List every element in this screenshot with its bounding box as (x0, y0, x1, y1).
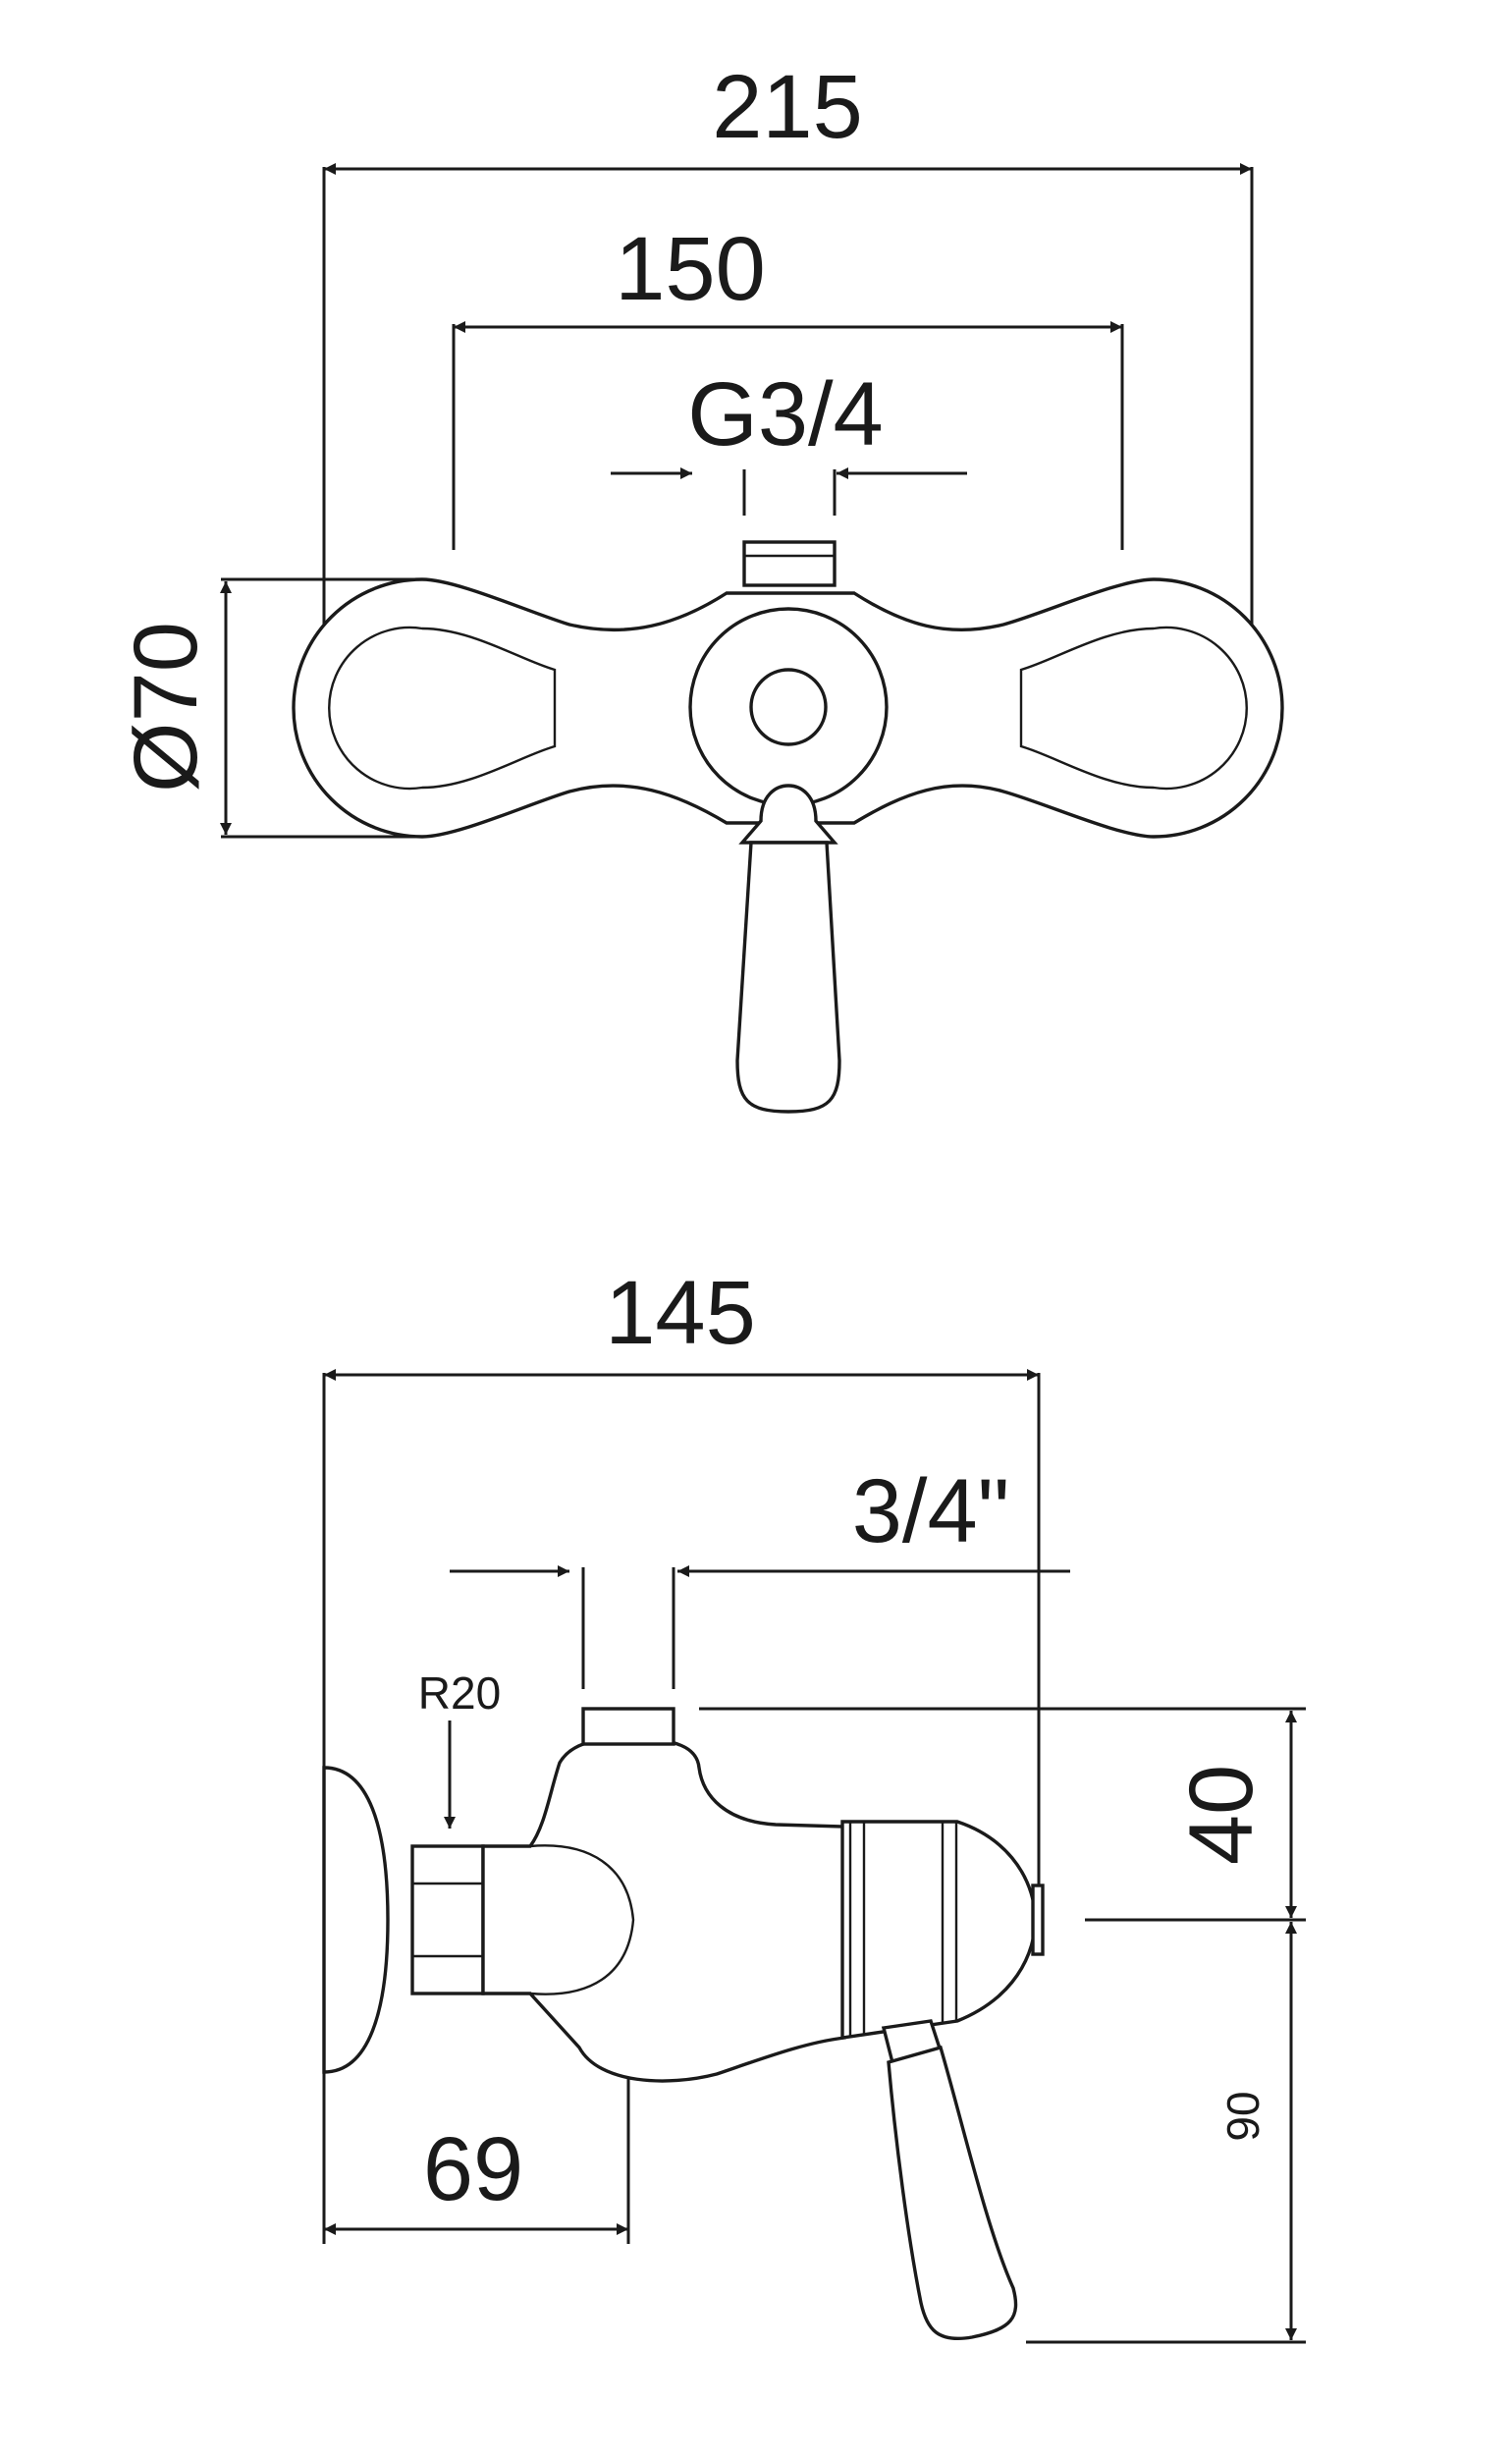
side-view: 145 3/4" R20 40 90 (322, 1263, 1306, 2344)
mixer-body-top (292, 540, 1284, 1114)
label-radius: R20 (418, 1667, 501, 1719)
label-inlet-spacing: 150 (615, 219, 766, 319)
annotation-radius: R20 (418, 1667, 501, 1829)
lever-neck-top (738, 784, 838, 845)
hex-nut (410, 1844, 485, 1995)
label-height-upper: 40 (1171, 1765, 1271, 1865)
label-side-outlet-thread: 3/4" (852, 1461, 1010, 1561)
label-outlet-thread: G3/4 (687, 364, 883, 464)
cartridge-housing (840, 1820, 1038, 2040)
mixer-body-side (322, 1707, 1045, 2340)
dimension-overall-width: 215 (322, 57, 1254, 648)
label-overall-width: 215 (712, 57, 863, 157)
left-arm-inner (328, 626, 557, 791)
outlet-nipple-side (581, 1707, 675, 1746)
top-view: 215 150 G3/4 Ø70 (116, 57, 1284, 1114)
dimension-overall-depth: 145 (322, 1263, 1041, 1915)
label-wall-to-axis: 69 (423, 2119, 523, 2219)
lever-handle-side (887, 2045, 1018, 2340)
side-body-outline (481, 1736, 846, 2083)
center-cap (749, 668, 828, 746)
dimension-wall-to-axis: 69 (322, 2057, 630, 2244)
dimension-heights: 40 90 (699, 1707, 1306, 2344)
dimension-outlet-thread: G3/4 (611, 364, 967, 516)
right-arm-inner (1019, 626, 1248, 791)
dimension-side-outlet-thread: 3/4" (450, 1461, 1070, 1689)
dimension-inlet-spacing: 150 (452, 219, 1124, 550)
lever-handle-top (735, 841, 841, 1114)
outlet-nipple-top (742, 540, 837, 587)
label-rosette-diameter: Ø70 (116, 622, 216, 792)
body-ball-joint (529, 1844, 635, 1995)
end-cap (1031, 1884, 1045, 1956)
wall-rosette (322, 1766, 390, 2074)
dimension-rosette-diameter: Ø70 (116, 577, 422, 839)
label-height-lower: 90 (1217, 2091, 1269, 2141)
label-overall-depth: 145 (605, 1263, 756, 1363)
